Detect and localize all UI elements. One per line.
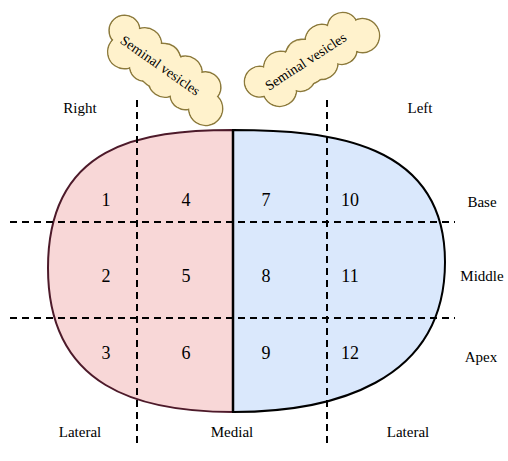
- zone-number: 1: [102, 191, 111, 209]
- zone-number: 11: [341, 267, 358, 285]
- zone-number: 3: [102, 344, 111, 362]
- dashed-line: [326, 100, 328, 444]
- region-label: Middle: [460, 269, 503, 284]
- region-label: Lateral: [387, 425, 429, 440]
- zone-number: 2: [102, 267, 111, 285]
- left-half: [233, 130, 445, 412]
- seminal-vesicle: Seminal vesicles: [238, 4, 375, 119]
- region-label: Apex: [465, 350, 498, 365]
- right-half: [48, 130, 233, 412]
- zone-number: 4: [182, 191, 191, 209]
- region-label: Right: [63, 101, 96, 116]
- dashed-line: [10, 317, 455, 319]
- region-label: Base: [467, 195, 496, 210]
- zone-number: 5: [182, 267, 191, 285]
- region-label: Left: [408, 101, 433, 116]
- midline: [232, 130, 235, 412]
- dashed-line: [136, 100, 138, 444]
- region-label: Medial: [211, 425, 254, 440]
- zone-grid: [10, 100, 455, 444]
- dashed-line: [10, 221, 455, 223]
- zone-number: 9: [262, 344, 271, 362]
- zone-number: 12: [341, 344, 359, 362]
- zone-number: 6: [182, 344, 191, 362]
- zone-number: 10: [341, 191, 359, 209]
- zone-number: 7: [262, 191, 271, 209]
- region-label: Lateral: [59, 425, 101, 440]
- seminal-vesicle: Seminal vesicles: [92, 7, 228, 125]
- zone-number: 8: [262, 267, 271, 285]
